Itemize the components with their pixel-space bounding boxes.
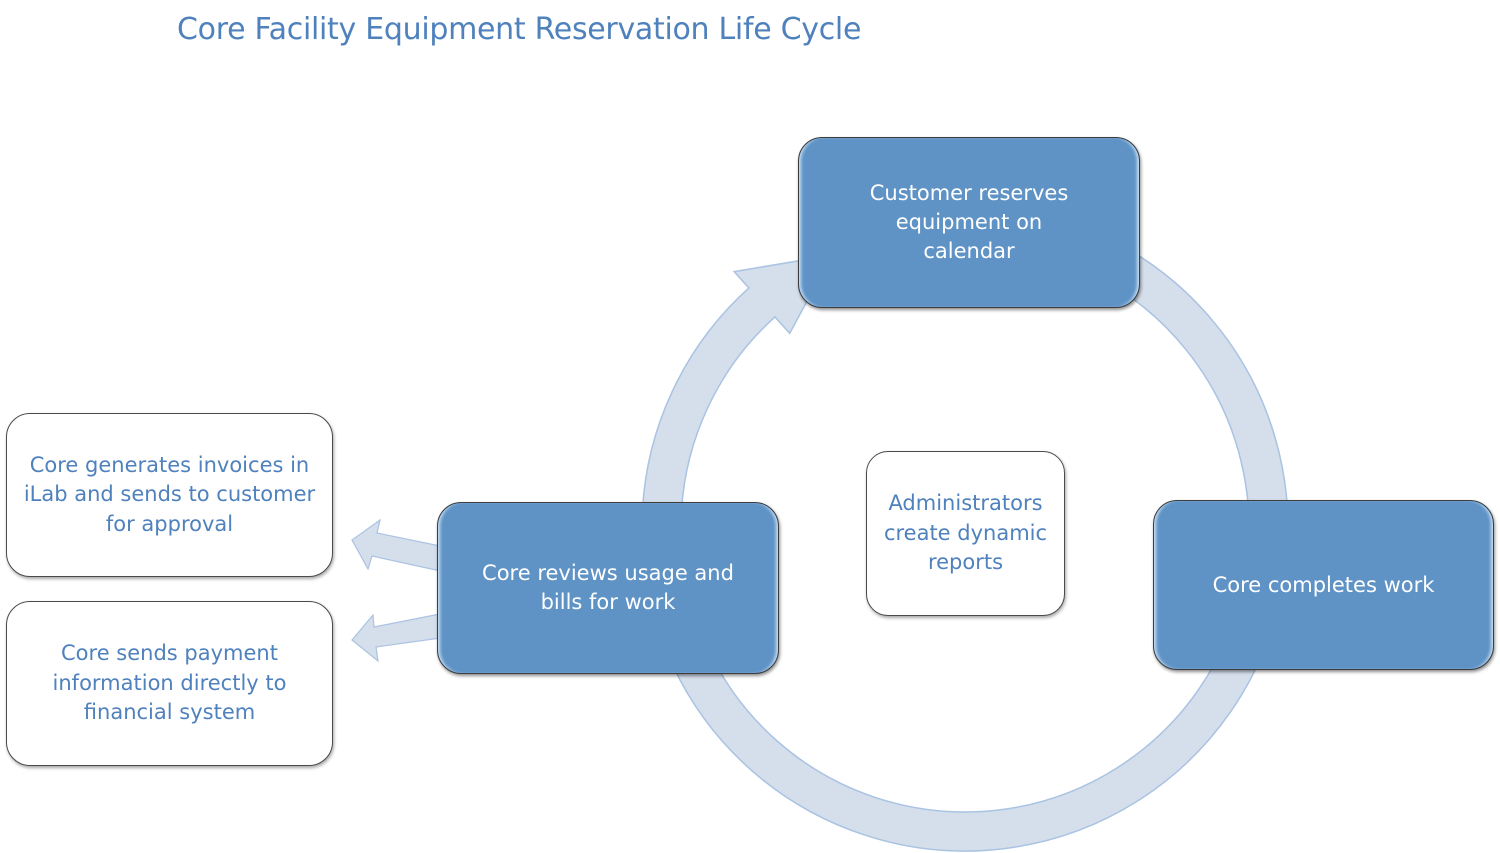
step-review-box: Core reviews usage and bills for work — [437, 502, 779, 674]
step-review-text: Core reviews usage and bills for work — [482, 561, 734, 614]
step-reserve-box: Customer reserves equipment on calendar — [798, 137, 1140, 308]
output-invoice-box: Core generates invoices in iLab and send… — [6, 413, 333, 577]
invoice-arrow — [351, 518, 451, 573]
center-note-text: Administrators create dynamic reports — [883, 491, 1048, 575]
cycle-arrow — [641, 241, 1289, 852]
payment-arrow — [351, 612, 449, 663]
center-note-box: Administrators create dynamic reports — [866, 451, 1065, 616]
output-payment-text: Core sends payment information directly … — [52, 641, 287, 725]
diagram-title: Core Facility Equipment Reservation Life… — [177, 12, 862, 47]
output-payment-box: Core sends payment information directly … — [6, 601, 333, 766]
output-invoice-text: Core generates invoices in iLab and send… — [23, 452, 316, 536]
step-reserve-text: Customer reserves equipment on calendar — [869, 181, 1069, 263]
step-complete-text: Core completes work — [1212, 572, 1435, 597]
step-complete-box: Core completes work — [1153, 500, 1494, 670]
